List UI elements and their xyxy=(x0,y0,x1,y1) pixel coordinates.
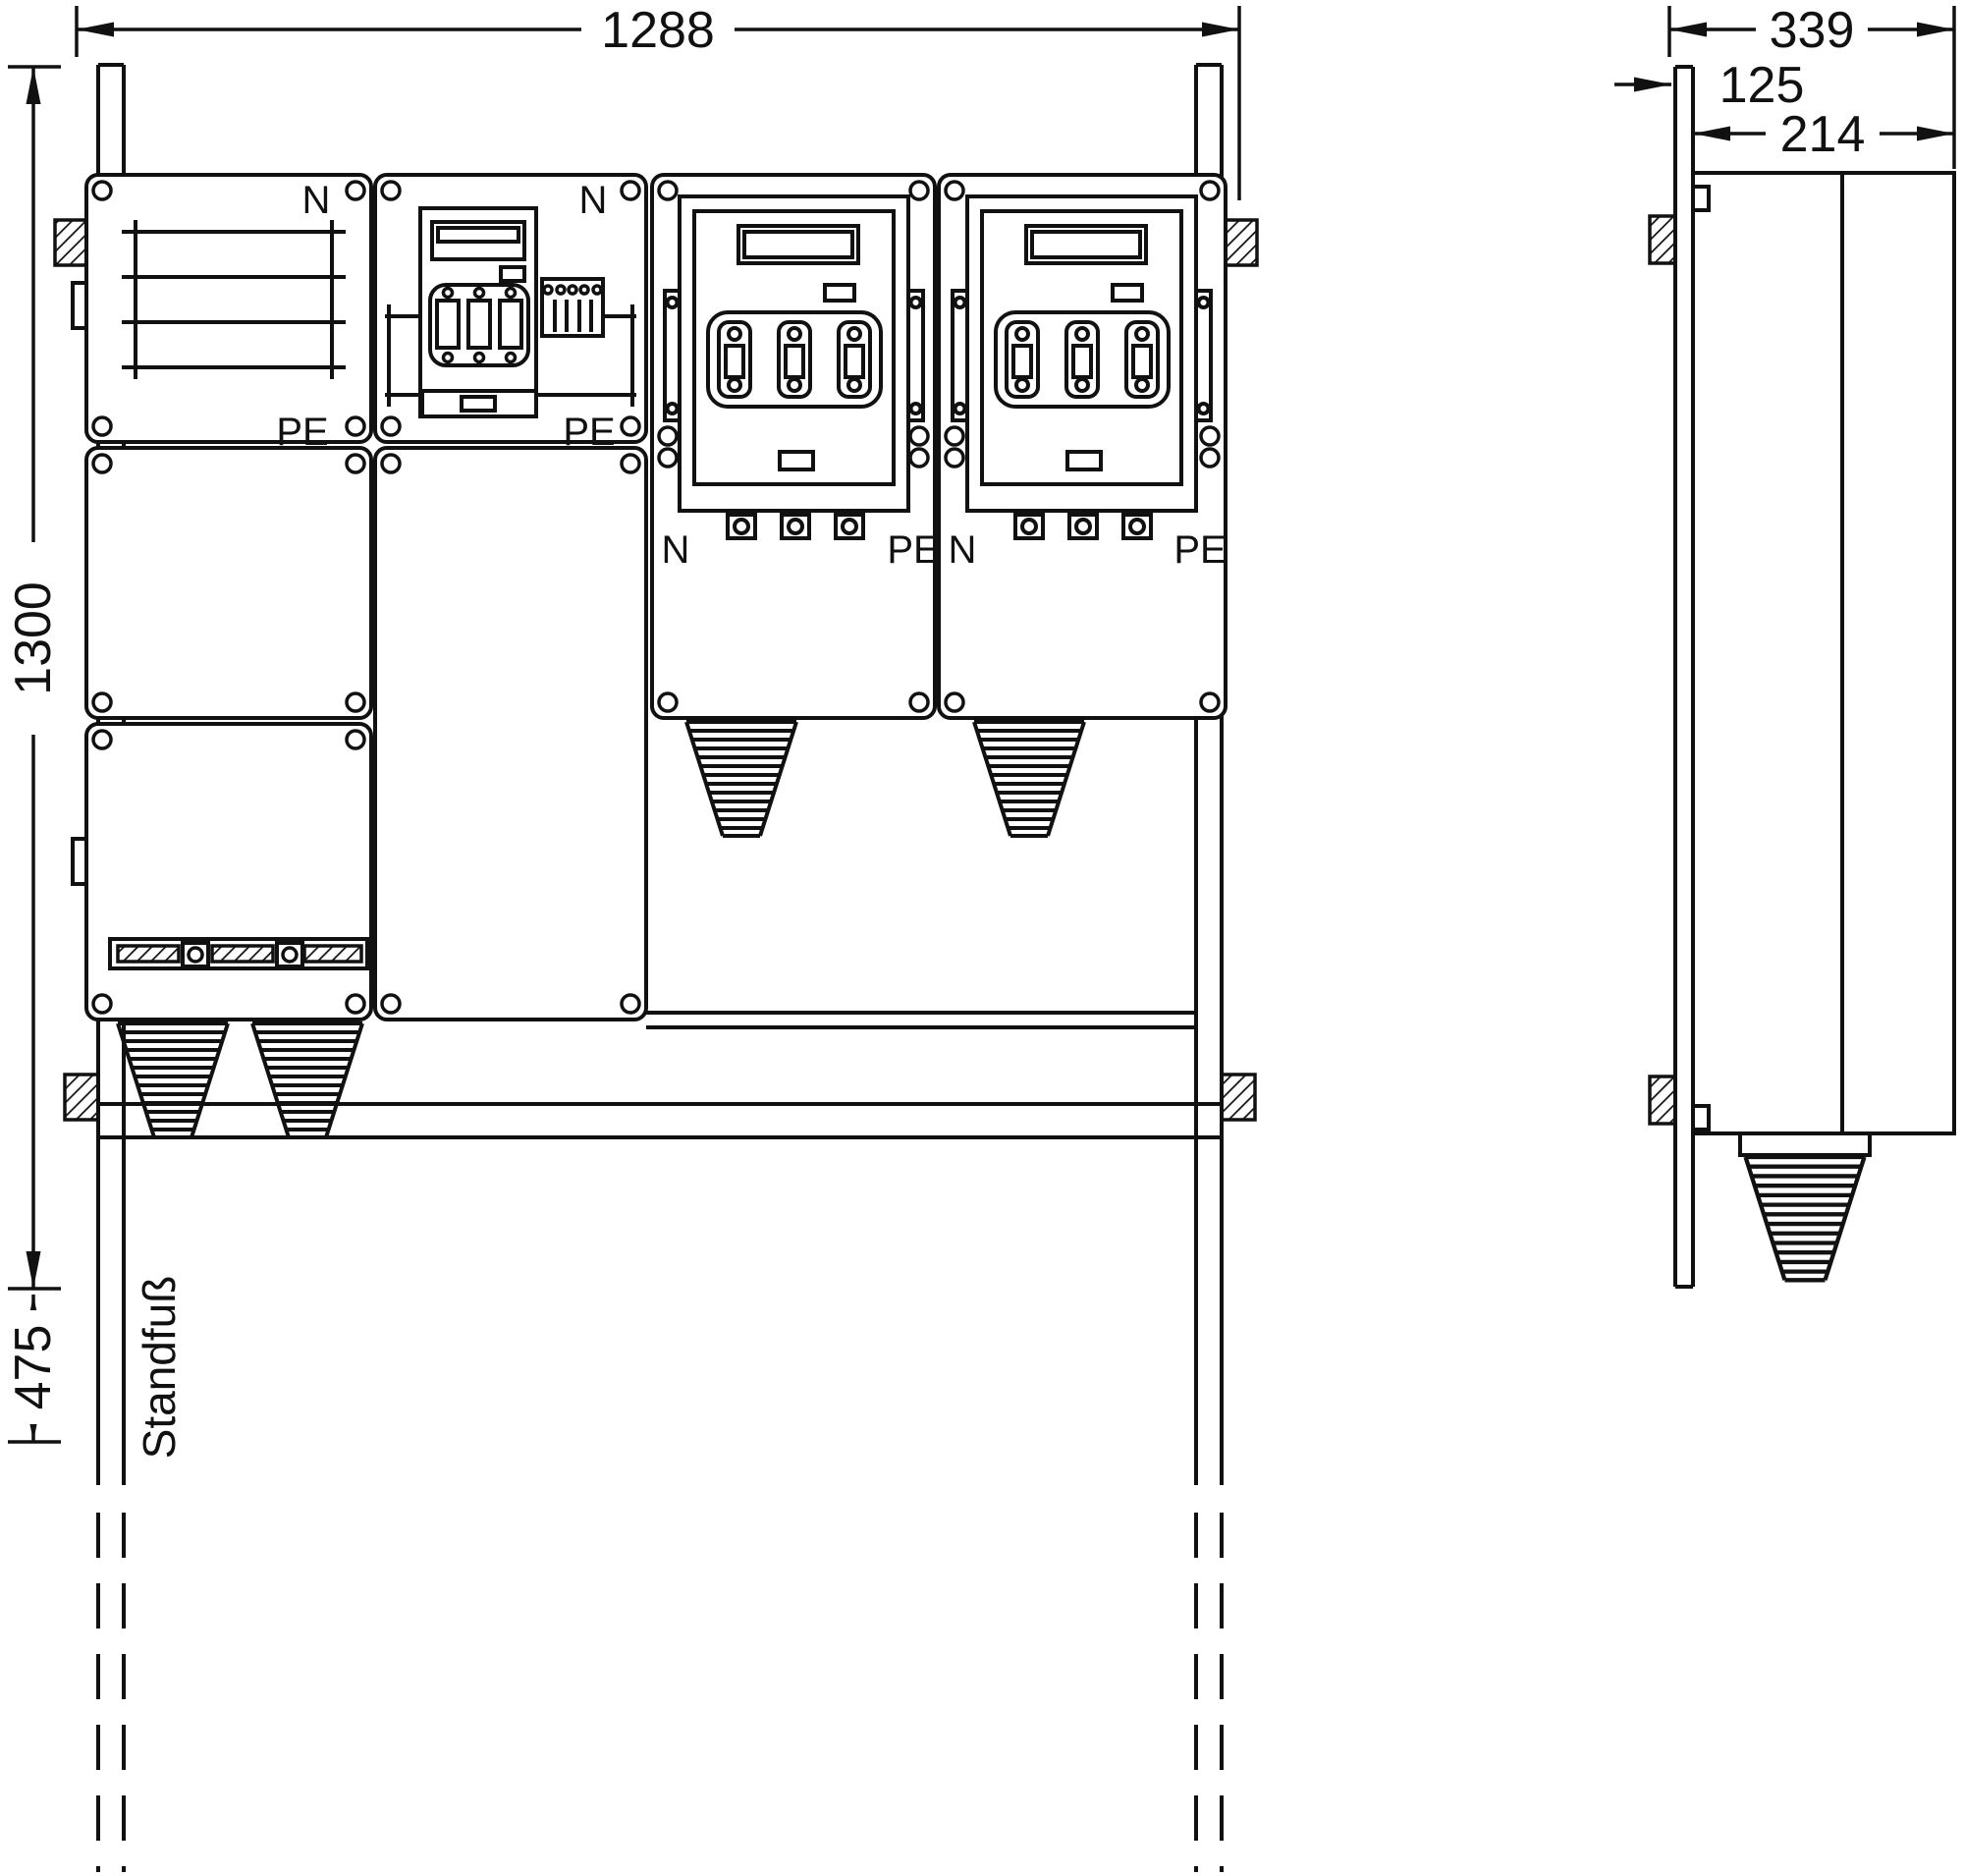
side-bracket-bottom xyxy=(1648,1075,1677,1126)
side-gland-flange xyxy=(1738,1131,1872,1157)
dim-value-front-height: 1300 xyxy=(5,581,62,695)
panel-blank-left xyxy=(84,446,373,720)
dim-value-depth-front: 125 xyxy=(1719,57,1805,114)
panel-terminal xyxy=(84,722,373,1021)
dim-foot-height: 475 xyxy=(5,1295,62,1444)
gland-left-1 xyxy=(116,1021,230,1139)
gland-fuse-2 xyxy=(972,720,1086,838)
gland-fuse-1 xyxy=(684,720,798,838)
side-view xyxy=(1648,65,1956,1289)
dim-front-width: 1288 xyxy=(75,2,1241,200)
dim-value-depth-body: 214 xyxy=(1780,106,1866,163)
label-n-switch: N xyxy=(579,179,608,222)
bracket-top-right xyxy=(1224,218,1259,267)
dim-depth-front: 125 xyxy=(1614,57,1804,114)
label-pe-fuse-1: PE xyxy=(887,528,939,572)
fuse-switch-2 xyxy=(951,194,1213,540)
label-pe-fuse-2: PE xyxy=(1173,528,1226,572)
fuse-switch-1 xyxy=(663,194,925,540)
label-pe-switch: PE xyxy=(563,411,615,454)
bracket-bottom-right xyxy=(1220,1073,1257,1122)
switch-device xyxy=(385,206,636,418)
hinge-bottom xyxy=(71,837,88,886)
dim-depth-body: 214 xyxy=(1691,106,1954,163)
conductor-labels: N PE N PE N PE N PE xyxy=(276,179,1226,572)
bracket-bottom-left xyxy=(63,1073,100,1122)
side-body xyxy=(1691,171,1956,1135)
bracket-top-left xyxy=(53,218,88,267)
busbar-compartment xyxy=(122,220,346,379)
label-standfuss: Standfuß xyxy=(134,1276,185,1460)
hinge-top xyxy=(71,281,88,330)
side-bracket-top xyxy=(1648,214,1677,265)
label-n-fuse-1: N xyxy=(662,528,690,572)
dim-value-depth-total: 339 xyxy=(1770,2,1855,59)
terminal-strip xyxy=(108,937,369,970)
panel-screws xyxy=(91,180,1221,1015)
dim-value-foot-height: 475 xyxy=(5,1325,62,1410)
label-n-fuse-2: N xyxy=(949,528,977,572)
label-n-busbar: N xyxy=(302,179,331,222)
label-pe-busbar: PE xyxy=(276,411,328,454)
panel-blank-middle xyxy=(373,446,648,1021)
gland-left-2 xyxy=(250,1021,364,1139)
dim-front-height: 1300 xyxy=(4,65,63,1291)
gland-side xyxy=(1746,1157,1865,1280)
frame-rails xyxy=(98,1011,1222,1139)
hinges-and-brackets xyxy=(53,218,1259,1122)
dim-value-front-width: 1288 xyxy=(601,2,715,59)
dim-depth-total: 339 xyxy=(1667,2,1956,169)
